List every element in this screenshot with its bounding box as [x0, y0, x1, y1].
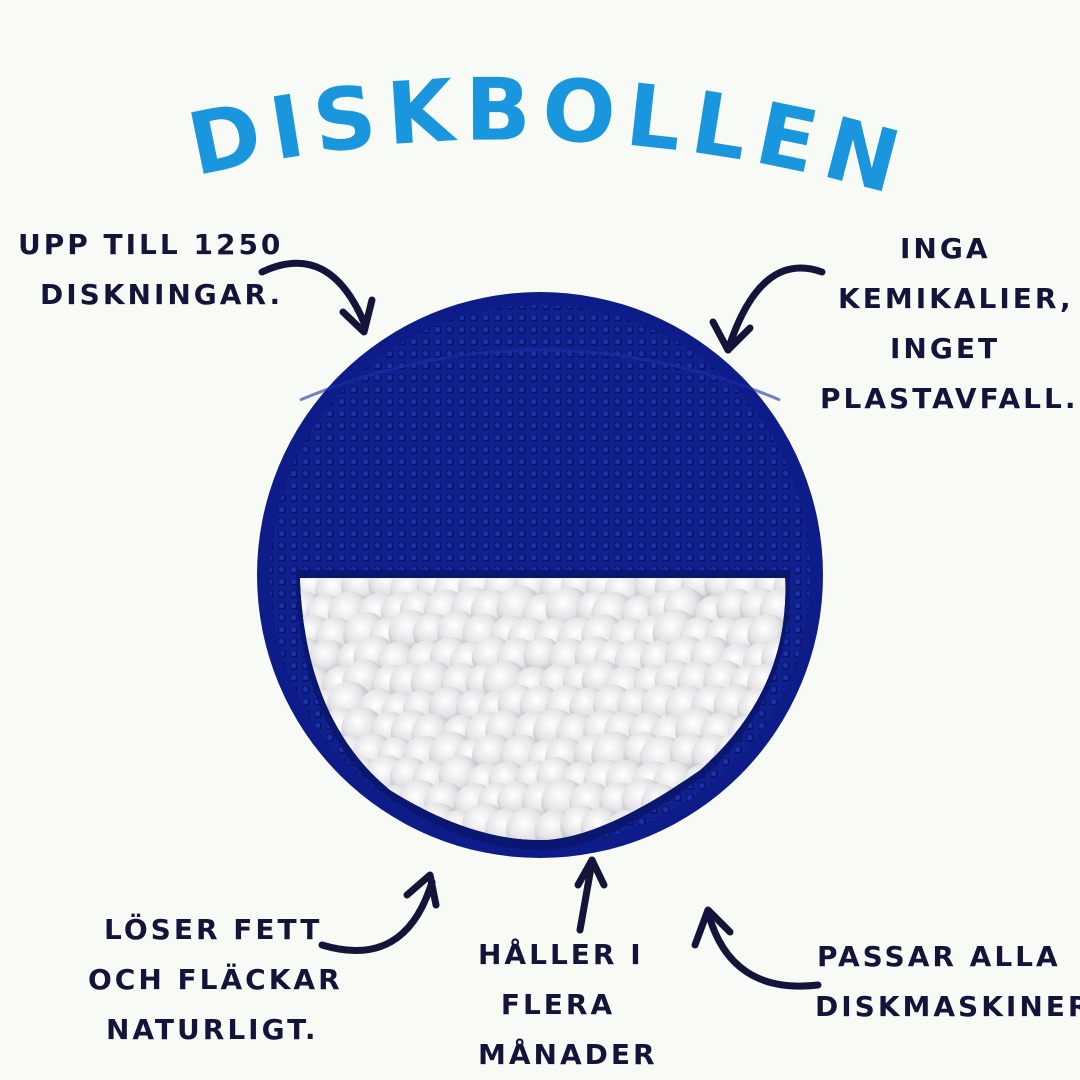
callout-line: OCH FLÄCKAR: [88, 963, 343, 996]
callout-bottom-left: LÖSER FETT OCH FLÄCKAR NATURLIGT.: [88, 905, 343, 1055]
callout-line: HÅLLER I: [478, 938, 644, 971]
callout-line: UPP TILL 1250: [18, 228, 284, 261]
curved-arrow-icon: [691, 906, 822, 990]
callout-line: NATURLIGT.: [106, 1013, 319, 1046]
callout-line: KEMIKALIER,: [838, 282, 1074, 315]
title-arc: DISKBOLLEN: [180, 60, 909, 216]
callout-top-right: INGA KEMIKALIER, INGET PLASTAVFALL.: [820, 224, 1078, 424]
callout-line: MÅNADER: [478, 1038, 658, 1071]
callout-line: PASSAR ALLA: [817, 940, 1061, 973]
curved-arrow-icon: [258, 259, 376, 336]
callout-line: INGA: [900, 232, 991, 265]
callout-top-left: UPP TILL 1250 DISKNINGAR.: [18, 220, 283, 320]
curved-arrow-icon: [318, 871, 440, 955]
callout-bottom-right: PASSAR ALLA DISKMASKINER.: [815, 932, 1080, 1032]
callout-line: LÖSER FETT: [104, 913, 323, 946]
callout-bottom-center: HÅLLER I FLERA MÅNADER: [478, 930, 658, 1080]
curved-arrow-icon: [574, 856, 608, 934]
callout-line: DISKNINGAR.: [40, 278, 284, 311]
callout-line: PLASTAVFALL.: [820, 382, 1079, 415]
callout-line: DISKMASKINER.: [815, 990, 1080, 1023]
callout-line: INGET: [890, 332, 1001, 365]
curved-arrow-icon: [709, 264, 826, 354]
callout-line: FLERA: [500, 988, 616, 1021]
